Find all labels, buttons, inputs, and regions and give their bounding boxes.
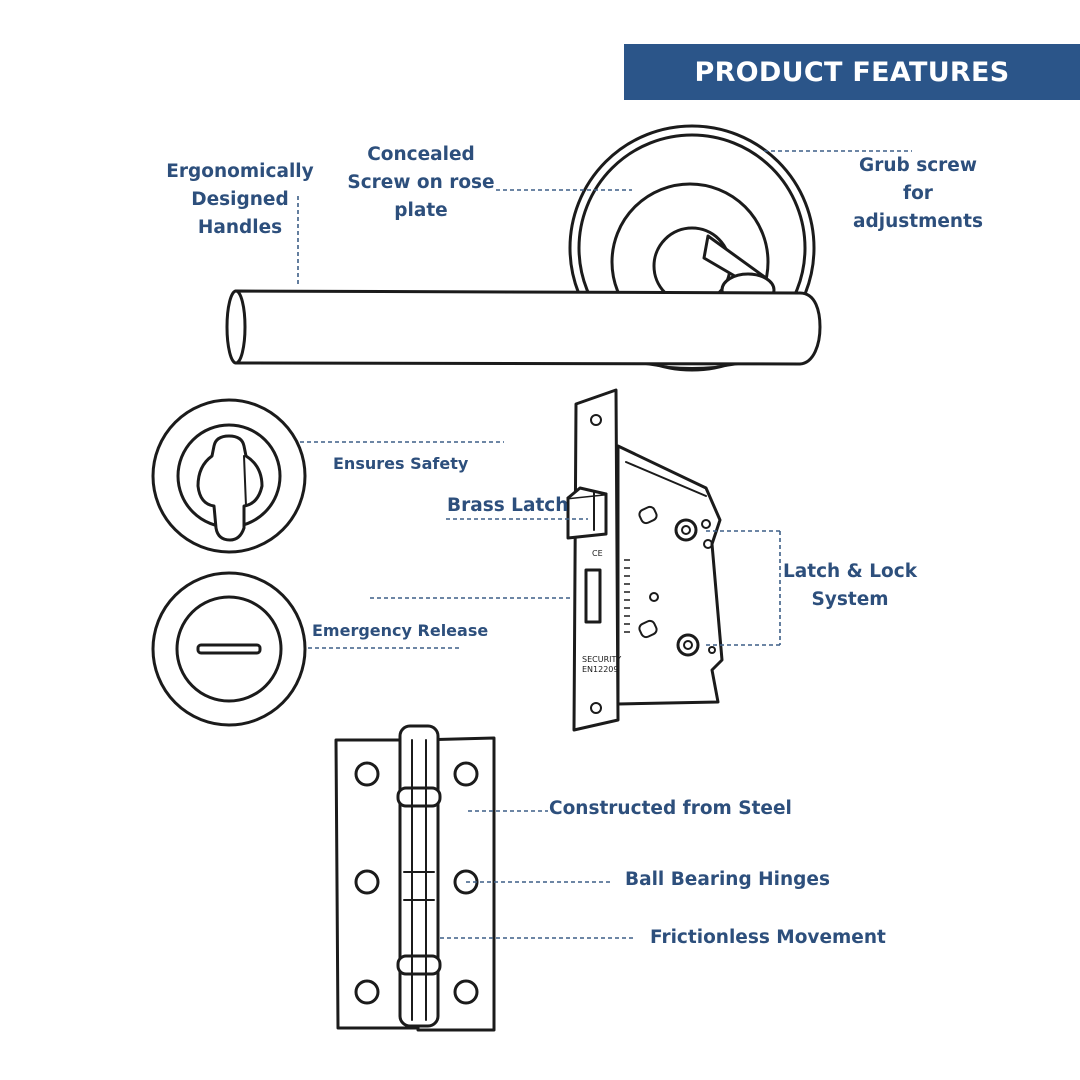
label-text: Concealed Screw on rose plate — [347, 144, 495, 221]
label-constructed-steel: Constructed from Steel — [549, 798, 792, 819]
ce-mark: CE — [592, 549, 603, 558]
label-brass-latch: Brass Latch — [447, 495, 569, 516]
emergency-release-drawing — [151, 571, 307, 727]
label-latch-lock-system: Latch & Lock System — [780, 558, 920, 614]
leader-lines — [297, 150, 912, 939]
label-text: Ergonomically Designed Handles — [166, 161, 314, 238]
security-mark: SECURITY — [582, 655, 621, 664]
label-ball-bearing: Ball Bearing Hinges — [625, 869, 830, 890]
label-emergency-release: Emergency Release — [312, 621, 489, 640]
lever-handle-drawing — [225, 124, 822, 372]
product-features-banner: PRODUCT FEATURES — [624, 44, 1080, 100]
label-ensures-safety: Ensures Safety — [333, 454, 469, 473]
banner-title: PRODUCT FEATURES — [694, 56, 1010, 88]
label-ergonomic-handles: Ergonomically Designed Handles — [160, 158, 320, 242]
mortice-lock-drawing: CE SECURITY EN12209 — [566, 388, 724, 732]
standard-mark: EN12209 — [582, 665, 619, 674]
label-text: Latch & Lock System — [782, 561, 918, 610]
thumb-turn-drawing — [151, 398, 307, 554]
label-frictionless: Frictionless Movement — [650, 927, 886, 948]
label-text: Grub screw for adjustments — [853, 155, 983, 232]
label-concealed-screw: Concealed Screw on rose plate — [340, 141, 502, 225]
butt-hinge-drawing — [334, 724, 496, 1032]
label-grub-screw: Grub screw for adjustments — [848, 152, 988, 236]
